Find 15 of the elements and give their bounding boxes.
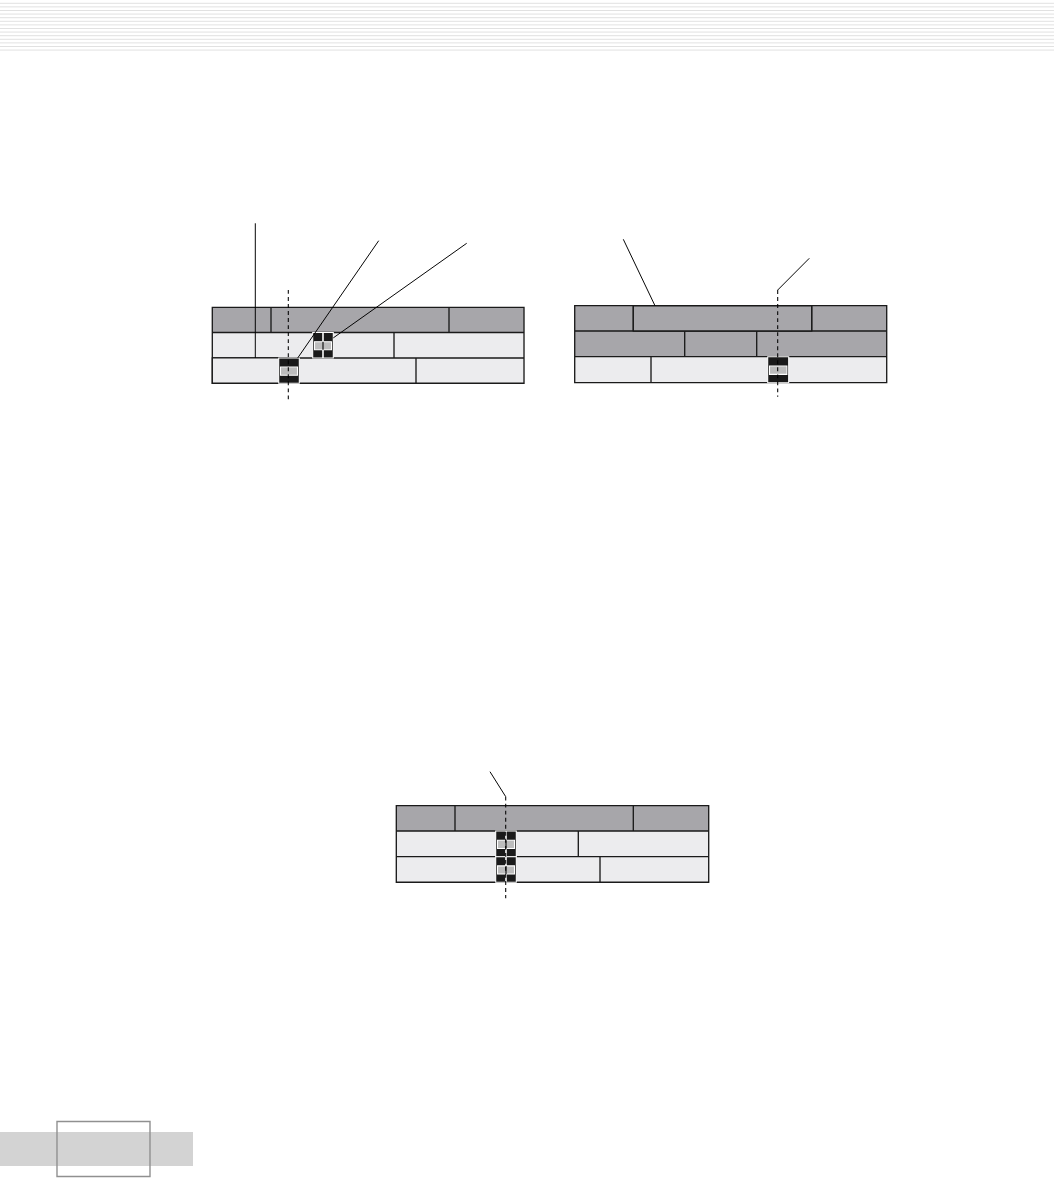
leader-line (254, 222, 256, 359)
trim-handle (312, 331, 334, 359)
leader-line (489, 771, 507, 798)
edit-line (505, 796, 507, 899)
edit-line (777, 289, 779, 398)
leader-line (622, 238, 656, 307)
leader-line (332, 242, 468, 339)
trim-handle (767, 356, 790, 384)
edit-line (287, 289, 289, 401)
leader-line (777, 257, 810, 291)
trim-handle (495, 830, 517, 858)
trim-handle (278, 357, 300, 384)
trim-handle (495, 855, 517, 884)
clip (632, 305, 813, 332)
leader-line (297, 240, 380, 359)
